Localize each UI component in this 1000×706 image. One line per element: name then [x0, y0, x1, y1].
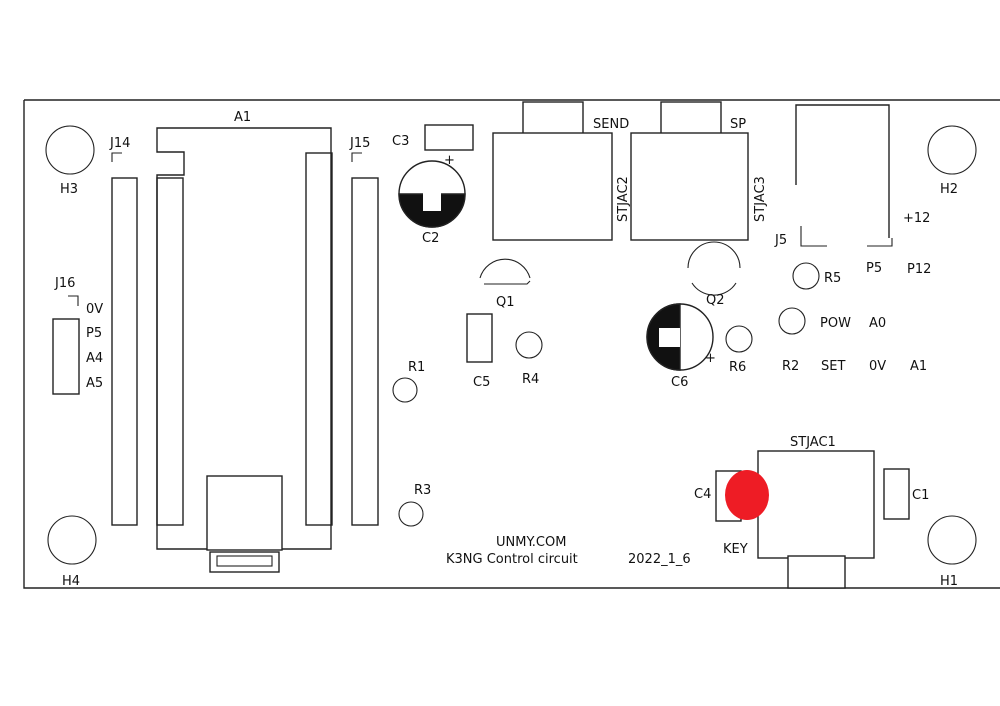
- resistor-r3: [398, 501, 424, 527]
- label-q1: Q1: [496, 295, 515, 310]
- label-pow: POW: [820, 316, 851, 331]
- connector-j5-outline: [795, 104, 890, 238]
- j16-pin-p5: P5: [86, 326, 102, 341]
- module-a1-header-right: [305, 152, 333, 526]
- label-j5: J5: [774, 233, 787, 248]
- jack-stjac1-body: [757, 450, 875, 559]
- jack-stjac2-body: [492, 132, 613, 241]
- resistor-r1: [392, 377, 418, 403]
- module-a1-usb-tab: [209, 551, 280, 573]
- jack-stjac1-plug: [787, 555, 846, 589]
- mounting-hole-h4: [47, 515, 97, 565]
- c2-polarity-plus: +: [444, 153, 455, 168]
- connector-j5-corner-left: [800, 226, 827, 247]
- label-c2: C2: [422, 231, 439, 246]
- header-j16: [52, 318, 80, 395]
- label-h3: H3: [60, 182, 78, 197]
- j16-pin-0v: 0V: [86, 302, 103, 317]
- label-h2: H2: [940, 182, 958, 197]
- led-pow: [778, 307, 806, 335]
- label-a1: A1: [234, 110, 251, 125]
- resistor-r5: [792, 262, 820, 290]
- label-p12: P12: [907, 262, 931, 277]
- silkscreen-date: 2022_1_6: [628, 552, 691, 567]
- j16-pin-a5: A5: [86, 376, 103, 391]
- resistor-r6: [725, 325, 753, 353]
- label-key: KEY: [723, 542, 748, 557]
- label-stjac1: STJAC1: [790, 435, 836, 450]
- j16-pin-a4: A4: [86, 351, 103, 366]
- jack-stjac2-plug: [522, 101, 584, 136]
- label-a1-pin: A1: [910, 359, 927, 374]
- silkscreen-title: K3NG Control circuit: [446, 552, 578, 567]
- module-a1-usb-slot: [216, 555, 273, 567]
- label-r5: R5: [824, 271, 841, 286]
- label-c5: C5: [473, 375, 490, 390]
- jack-stjac3-plug: [660, 101, 722, 136]
- capacitor-c1: [883, 468, 910, 520]
- label-stjac3: STJAC3: [753, 176, 768, 222]
- transistor-q2: [687, 241, 741, 296]
- silkscreen-site: UNMY.COM: [496, 535, 566, 550]
- highlight-marker: [725, 470, 769, 520]
- capacitor-c5: [466, 313, 493, 363]
- label-r3: R3: [414, 483, 431, 498]
- transistor-q1: [479, 258, 531, 285]
- label-r6: R6: [729, 360, 746, 375]
- board-outline: [23, 99, 1000, 589]
- label-h4: H4: [62, 574, 80, 589]
- jack-stjac3-body: [630, 132, 749, 241]
- c6-polarity-plus: +: [705, 351, 716, 366]
- mounting-hole-h1: [927, 515, 977, 565]
- module-a1-header-left: [156, 177, 184, 526]
- capacitor-c3: [424, 124, 474, 151]
- label-r4: R4: [522, 372, 539, 387]
- label-q2: Q2: [706, 293, 725, 308]
- capacitor-c6: [646, 303, 714, 371]
- header-j15: [351, 177, 379, 526]
- label-j15: J15: [349, 136, 370, 151]
- label-send: SEND: [593, 117, 629, 132]
- label-j14: J14: [109, 136, 130, 151]
- label-sp: SP: [730, 117, 746, 132]
- j14-pin1-marker: [111, 152, 122, 162]
- label-c4: C4: [694, 487, 711, 502]
- label-a0: A0: [869, 316, 886, 331]
- label-stjac2: STJAC2: [616, 176, 631, 222]
- label-set: SET: [821, 359, 845, 374]
- label-p5: P5: [866, 261, 882, 276]
- label-c3: C3: [392, 134, 409, 149]
- module-a1-outline: [156, 127, 332, 550]
- label-r2: R2: [782, 359, 799, 374]
- label-c6: C6: [671, 375, 688, 390]
- connector-j5-corner-right: [867, 238, 893, 247]
- capacitor-c2: [398, 160, 466, 228]
- resistor-r4: [515, 331, 543, 359]
- label-0v: 0V: [869, 359, 886, 374]
- label-r1: R1: [408, 360, 425, 375]
- label-c1: C1: [912, 488, 929, 503]
- label-j16: J16: [54, 276, 75, 291]
- j15-pin1-marker: [351, 152, 362, 162]
- j16-pin1-marker: [68, 295, 79, 306]
- label-h1: H1: [940, 574, 958, 589]
- mounting-hole-h3: [45, 125, 95, 175]
- mounting-hole-h2: [927, 125, 977, 175]
- module-a1-usb-connector: [206, 475, 283, 551]
- label-plus12: +12: [903, 211, 930, 226]
- header-j14: [111, 177, 138, 526]
